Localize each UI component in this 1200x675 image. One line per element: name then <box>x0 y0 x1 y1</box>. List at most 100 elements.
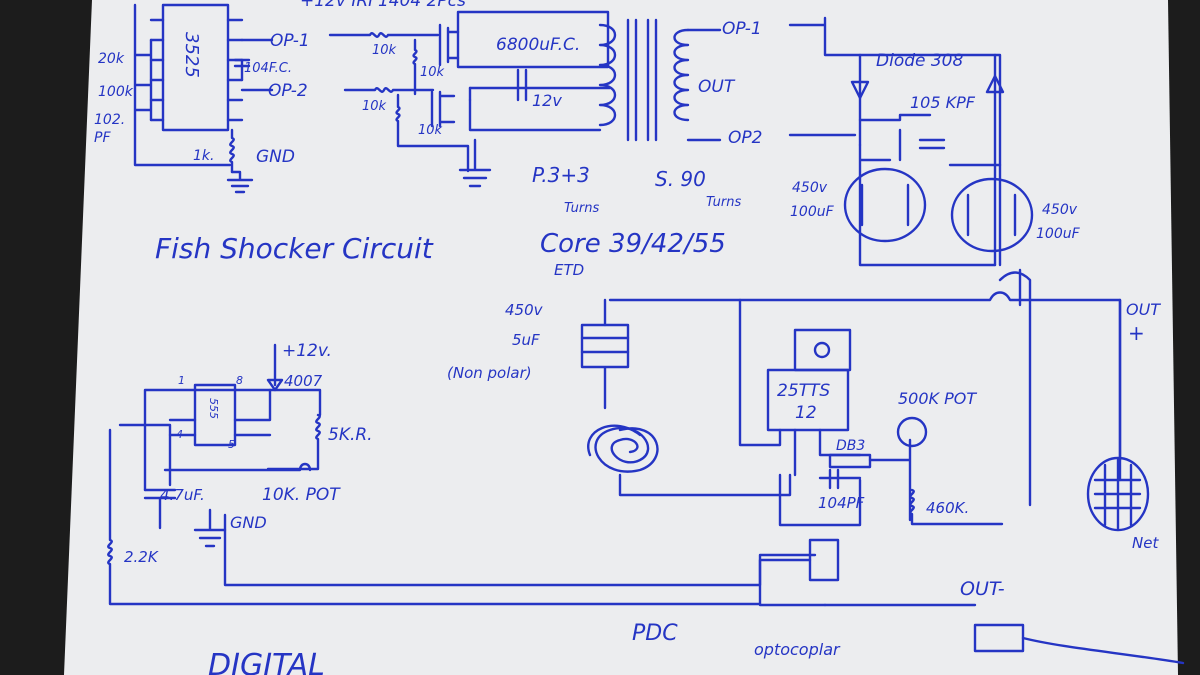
core-size-label: Core 39/42/55 <box>540 229 726 259</box>
coil-return-wire <box>618 473 792 497</box>
transformer-core-lines <box>626 18 658 142</box>
cap-450v-a-leads <box>860 183 910 227</box>
pwm-ic-section <box>133 3 274 194</box>
thyristor-body <box>766 368 850 432</box>
timer-supply-wire <box>143 388 322 492</box>
transformer-secondary-coil <box>673 28 690 122</box>
cap-102-unit-label: PF <box>94 130 111 146</box>
thyristor-suffix-label: 12 <box>795 403 817 423</box>
net-label: Net <box>1132 534 1159 552</box>
resistor-10k-b-symbol <box>395 93 470 173</box>
np-cap-body <box>580 323 630 369</box>
out-mid-label: OUT <box>698 77 736 97</box>
cap-102-label: 102. <box>94 112 125 128</box>
np-cap-voltage-label: 450v <box>505 301 544 319</box>
pot-500k-symbol <box>896 416 928 448</box>
secondary-turns-word: Turns <box>706 195 741 210</box>
op1-left-label: OP-1 <box>270 31 310 51</box>
resistor-2k2-symbol <box>107 428 762 606</box>
pot-wiper-wire <box>868 438 912 522</box>
net-circle <box>1086 456 1150 532</box>
resistor-1k-symbol <box>229 128 235 174</box>
gnd-top-label: GND <box>256 147 295 167</box>
secondary-turns-label: S. 90 <box>655 167 706 191</box>
resistor-2k2-label: 2.2K <box>124 548 159 566</box>
thyristor-hole <box>813 341 831 359</box>
ic-555-body <box>193 383 237 447</box>
cap-450v-b-value-label: 100uF <box>1036 226 1081 242</box>
ic-3525-label: 3525 <box>181 32 202 78</box>
diode-up-symbol <box>985 74 1005 94</box>
np-cap-value-label: 5uF <box>512 331 540 349</box>
resistor-100k-label: 100k <box>98 84 134 100</box>
diode-label: Diode 308 <box>876 51 964 71</box>
np-cap-type-label: (Non polar) <box>447 364 532 382</box>
cap-bank-wiring <box>858 143 1002 267</box>
cap-104pf-label: 104PF <box>818 494 865 512</box>
pot-500k-label: 500K POT <box>898 389 977 408</box>
np-cap-plates <box>580 336 630 354</box>
hv-bus-wire <box>608 291 1122 482</box>
core-type-label: ETD <box>554 261 584 279</box>
gnd-bottom-label: GND <box>230 513 267 532</box>
cap-450v-a-value-label: 100uF <box>790 204 835 220</box>
primary-turns-word: Turns <box>564 201 599 216</box>
supply-12v-label: +12v. <box>282 341 332 361</box>
cap-6800-label: 6800uF.C. <box>496 35 580 55</box>
resistor-5k-symbol <box>266 413 321 471</box>
pin-5-label: 5 <box>228 438 235 451</box>
pin-4-label: 4 <box>176 428 183 441</box>
cap-47uf-label: 4.7uF. <box>160 486 205 504</box>
resistor-10k-d-label: 10k <box>418 123 443 138</box>
ground-symbol-bottom <box>193 508 227 548</box>
out-plus-label: OUT <box>1126 300 1161 319</box>
transformer-primary-wire <box>468 86 602 132</box>
ground-symbol-top <box>226 170 254 194</box>
ic-3525-left-pins <box>149 18 165 122</box>
resistor-10k-a-symbol <box>412 38 418 96</box>
mosfet-2-symbol <box>430 90 456 128</box>
pin-1-label: 1 <box>178 374 185 387</box>
resistor-20k-label: 20k <box>98 51 125 67</box>
cap-104-symbol <box>233 58 251 68</box>
pdc-label: PDC <box>632 621 678 646</box>
out-minus-wire <box>823 603 1185 665</box>
out-minus-label: OUT- <box>960 578 1005 600</box>
mosfet-1-symbol <box>438 23 460 67</box>
circuit-title: Fish Shocker Circuit <box>155 232 434 265</box>
digital-label: DIGITAL <box>208 648 325 675</box>
ic-3525-output-wiring <box>240 38 274 92</box>
optocoupler-wiring <box>758 473 862 607</box>
diode-down-symbol <box>850 80 870 100</box>
labels: +12v IRF1404 2Pcs 3525 20k 100k 102. PF … <box>94 0 1161 675</box>
diode-4007-symbol <box>266 343 284 392</box>
cap-450v-a-voltage-label: 450v <box>792 180 828 196</box>
gate-wire-op1 <box>328 32 440 38</box>
transformer <box>598 18 722 142</box>
primary-turns-label: P.3+3 <box>532 163 590 187</box>
db3-symbol <box>828 453 872 469</box>
output-coil-spiral <box>587 424 659 473</box>
ic-555-label: 555 <box>207 398 220 419</box>
cap-47uf-symbol <box>143 488 177 530</box>
cap-105-wiring <box>788 113 946 162</box>
cap-104pf-symbol <box>818 468 862 490</box>
resistor-10k-b-label: 10k <box>420 65 445 80</box>
resistor-460k-label: 460K. <box>926 499 969 517</box>
resistor-10k-c-label: 10k <box>362 99 387 114</box>
ground-symbol-mosfet <box>458 138 492 188</box>
resistor-5k-label: 5K.R. <box>328 425 373 445</box>
net-mesh <box>1093 458 1142 530</box>
op2-left-label: OP-2 <box>268 81 308 101</box>
ic-3525-left-wiring <box>133 3 232 167</box>
resistor-460k-symbol <box>909 488 1004 526</box>
db3-label: DB3 <box>836 438 865 454</box>
diode-legs <box>858 53 997 267</box>
resistor-10k-a-label: 10k <box>372 43 397 58</box>
thyristor-model-label: 25TTS <box>777 381 830 401</box>
cap-450v-b-leads <box>966 193 1017 237</box>
pot-10k-label: 10K. POT <box>262 485 341 505</box>
cap-450v-b-voltage-label: 450v <box>1042 202 1078 218</box>
discharge-section <box>580 268 1185 665</box>
